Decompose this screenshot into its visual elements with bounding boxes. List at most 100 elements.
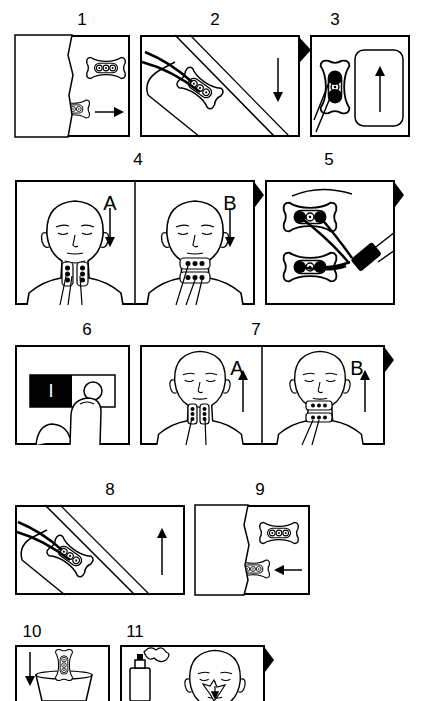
panel-5-art-part [395,183,404,207]
panel-9-art-part [195,505,249,595]
step-panel: 2 [140,35,300,137]
panel-7-art-part [364,372,366,412]
panel-4-art-part [193,261,198,266]
panel-11-art-part [137,654,143,660]
panel-9-art-part [260,523,299,544]
panel-5-art [284,183,404,281]
panel-7-art-part [317,404,321,408]
panel-4-art-part [80,266,85,271]
step-panel: 8 [15,505,185,595]
panel-10-art [30,649,92,701]
panel-1-art-part [15,35,73,137]
panel-4-art-part [200,275,205,280]
panel-7-art-part [323,404,327,408]
panel-11-art-part [144,648,169,662]
step-number: 1 [77,11,86,28]
panel-1-art [15,35,125,137]
panel-11-art-part [203,680,225,701]
panel-4-art-part [80,272,85,277]
panel-2-art [142,35,311,137]
panel-4-art-part [60,276,82,305]
panel-11-art [130,648,274,701]
panel-7-art-part [306,401,332,410]
panel-7-art-part [317,416,321,420]
panel-2-art-part [148,95,200,137]
panel-3-art-part-part [321,61,350,114]
panel-8-art-part [45,505,135,595]
panel-5-art-part [300,217,352,269]
panel-4-art-part [176,266,202,305]
panel-4-art-part [186,261,191,266]
panel-1-art-part [87,58,126,79]
panel-7-art-part [186,418,206,445]
panel-5-art-part [292,189,352,196]
panel-6-art-part [30,375,72,407]
panel-7-art-part [261,345,263,445]
panel-4-art-part [65,272,70,277]
step-number: 6 [82,321,91,338]
panel-6-art-part [36,424,70,445]
panel-7-art-part [188,404,197,424]
panel-10-art-part [56,649,73,680]
panel-9-art [195,505,302,595]
panel-3-art-part [314,80,330,132]
step-number: 4 [133,151,142,168]
step-number: 8 [105,481,114,498]
panel-7-art-part [191,407,195,411]
panel-7-art-part [191,412,195,416]
panel-7-art-part [311,404,315,408]
panel-11-art-part [265,648,274,672]
panel-7-art-part [157,351,243,445]
panel-4-art-part [147,201,243,305]
panel-7-art-part [200,404,209,424]
panel-3-art-part [355,50,403,126]
panel-3-art-part [321,61,350,114]
panel-5-art-part [372,232,395,262]
panel-4-art-part [200,261,205,266]
panel-4-art-part [65,266,70,271]
panel-11-art-part [214,686,215,698]
panel-4-art [27,180,264,305]
panel-3-art-part [328,71,342,85]
panel-7-art-part [203,407,207,411]
panel-4-art-part [134,180,136,305]
panel-6-art [30,375,115,445]
panel-11-art-part [172,650,258,701]
panel-2-art-part [277,58,279,100]
step-number: 7 [251,321,260,338]
panel-7-art-part [277,351,363,445]
panel-8-art-part [161,530,163,575]
panel-10-art-part-part [56,649,73,680]
step-number: 3 [330,11,339,28]
panel-8-art-part [17,522,70,560]
panel-1-art-part [95,111,122,113]
panel-4-art-part [77,262,88,286]
panel-4-art-part [186,275,191,280]
panel-8-art-part [22,560,65,595]
panel-9-art-part [276,569,302,571]
panel-3-art-part [328,89,342,103]
panel-7-art-part [203,412,207,416]
panel-6-art-part [70,398,101,445]
panel-7-art-part [323,416,327,420]
panel-11-art-part [130,668,150,701]
step-number: 10 [23,623,42,640]
panel-11-art-part [135,660,145,668]
panel-4-art-part [193,275,198,280]
panel-4-art-part [109,208,111,245]
panel-8-art-part [45,534,94,578]
panel-7-art-part [242,372,244,412]
panel-6-art-part [80,402,94,404]
panel-8-art [17,505,162,595]
panel-6-art-part [30,375,115,407]
panel-8-art-part-part [45,534,94,578]
panel-7-art-part [385,348,394,372]
panel-4-art-part [255,183,264,207]
panel-2-art-part [175,66,224,110]
panel-10-art-part [29,652,31,684]
panel-4-art-part [180,258,210,269]
panel-7-art-part [311,416,315,420]
panel-2-art-part [142,52,200,92]
panel-7-art-part [302,420,319,445]
